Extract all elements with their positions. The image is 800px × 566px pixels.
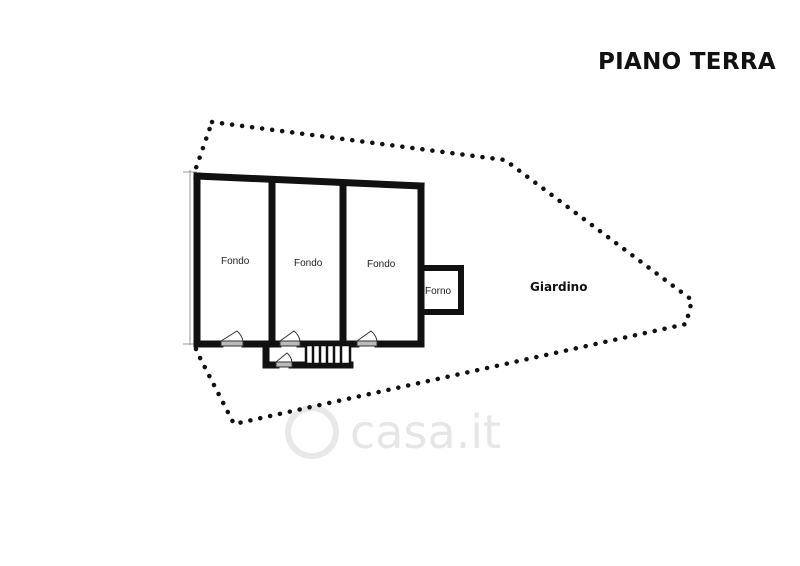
- door-icon: [275, 352, 293, 368]
- plan-title: PIANO TERRA: [598, 49, 776, 75]
- garden-label: Giardino: [530, 280, 587, 294]
- oven-label: Forno: [425, 286, 452, 297]
- room-label: Fondo: [367, 259, 396, 270]
- watermark-logo-icon: [285, 405, 339, 459]
- door-icon: [279, 330, 301, 347]
- door-icon: [356, 330, 378, 347]
- room-label: Fondo: [221, 256, 250, 267]
- door-symbols: [220, 330, 378, 368]
- door-icon: [220, 330, 244, 347]
- stairs: [304, 343, 352, 366]
- building-walls: [193, 172, 425, 369]
- oven-structure: [418, 265, 464, 315]
- watermark-text: casa.it: [350, 405, 501, 459]
- watermark: casa.it: [285, 405, 501, 459]
- room-label: Fondo: [294, 258, 323, 269]
